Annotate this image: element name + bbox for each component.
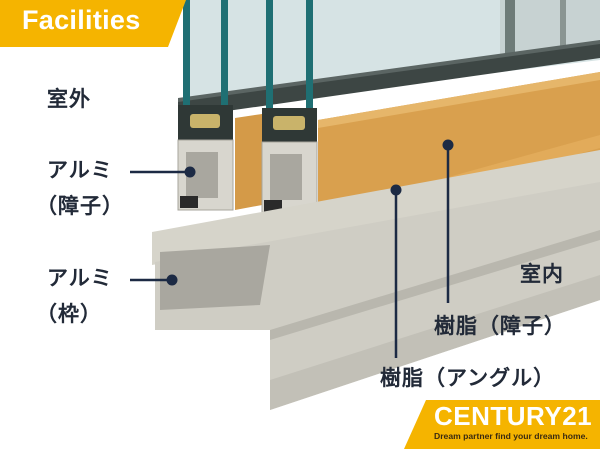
label-indoor: 室内 [520, 262, 564, 286]
logo-tagline: Dream partner find your dream home. [434, 431, 588, 441]
label-resin-sash: 樹脂（障子） [434, 314, 566, 338]
label-aluminum-frame-line2: （枠） [36, 302, 102, 326]
banner-title: Facilities [22, 5, 141, 35]
label-aluminum-sash-line1: アルミ [47, 158, 113, 182]
facilities-banner: Facilities [0, 0, 186, 47]
label-aluminum-frame-line1: アルミ [47, 266, 113, 290]
label-outdoor: 室外 [47, 87, 91, 111]
label-aluminum-sash-line2: （障子） [36, 194, 124, 218]
label-resin-angle: 樹脂（アングル） [380, 366, 556, 390]
logo-shape [404, 400, 600, 449]
century21-logo: CENTURY21 Dream partner find your dream … [404, 400, 600, 449]
logo-brand: CENTURY21 [434, 401, 593, 431]
banner-shape [0, 0, 186, 47]
